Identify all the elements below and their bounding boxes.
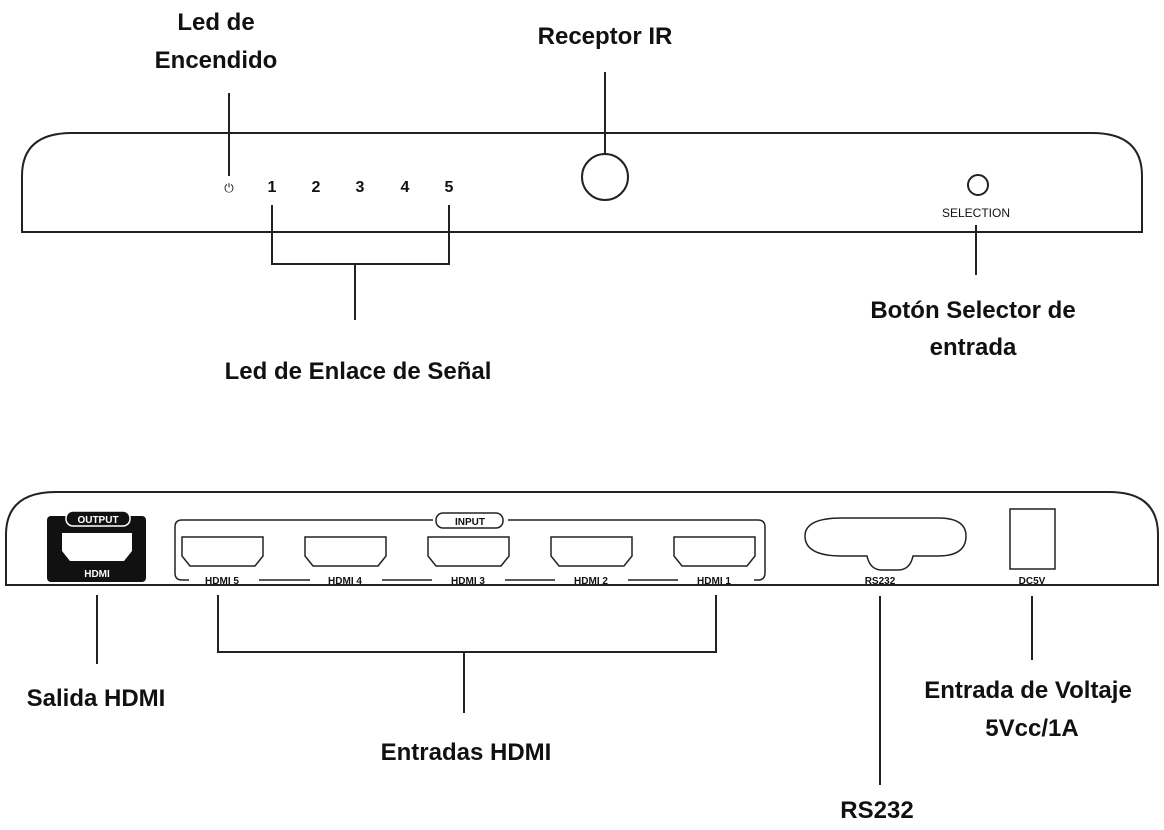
link-led-number: 5 — [445, 179, 454, 196]
selector-button-callout: entrada — [930, 334, 1017, 361]
rs232-callout: RS232 — [840, 797, 913, 824]
rs232-port-label: RS232 — [865, 576, 896, 587]
hdmi-input-port-5[interactable] — [181, 536, 264, 567]
hdmi-inputs-bracket — [217, 595, 717, 713]
hdmi-input-port-1[interactable] — [673, 536, 756, 567]
hdmi-input-port-4[interactable] — [304, 536, 387, 567]
selection-button[interactable] — [967, 174, 989, 196]
hdmi-input-port-2[interactable] — [550, 536, 633, 567]
dc-power-port[interactable] — [1009, 508, 1056, 570]
link-leds-callout: Led de Enlace de Señal — [225, 358, 492, 385]
link-led-number: 4 — [401, 179, 410, 196]
power-led-callout: Encendido — [155, 47, 278, 74]
hdmi-output-label: HDMI — [84, 569, 110, 580]
hdmi-input-label: HDMI 5 — [205, 576, 239, 587]
rs232-port[interactable] — [804, 517, 967, 571]
hdmi-input-port-3[interactable] — [427, 536, 510, 567]
selector-button-callout: Botón Selector de — [870, 297, 1075, 324]
ir-receiver-icon — [581, 153, 629, 201]
ir-receiver-callout: Receptor IR — [538, 23, 673, 50]
input-group-frame — [174, 519, 766, 581]
input-tag-bg — [435, 512, 504, 529]
output-tag: OUTPUT — [77, 515, 118, 526]
output-tag-bg — [65, 510, 131, 527]
link-led-number: 2 — [312, 179, 321, 196]
link-led-number: 3 — [356, 179, 365, 196]
power-led-callout: Led de — [177, 9, 254, 36]
power-led-icon: ⏻ — [224, 181, 234, 195]
power-input-callout: 5Vcc/1A — [985, 715, 1078, 742]
input-tag: INPUT — [455, 517, 485, 528]
link-led-number: 1 — [268, 179, 277, 196]
hdmi-inputs-callout: Entradas HDMI — [381, 739, 552, 766]
hdmi-output-callout: Salida HDMI — [27, 685, 166, 712]
hdmi-output-port[interactable] — [62, 533, 132, 561]
link-leds-bracket — [271, 205, 450, 320]
hdmi-input-label: HDMI 1 — [697, 576, 731, 587]
hdmi-input-label: HDMI 2 — [574, 576, 608, 587]
dc-power-label: DC5V — [1019, 576, 1046, 587]
hdmi-input-label: HDMI 3 — [451, 576, 485, 587]
rear-panel-outline — [5, 491, 1159, 586]
hdmi-input-label: HDMI 4 — [328, 576, 362, 587]
front-panel-outline — [21, 132, 1143, 233]
power-input-callout: Entrada de Voltaje — [924, 677, 1132, 704]
selection-label: SELECTION — [942, 206, 1010, 220]
